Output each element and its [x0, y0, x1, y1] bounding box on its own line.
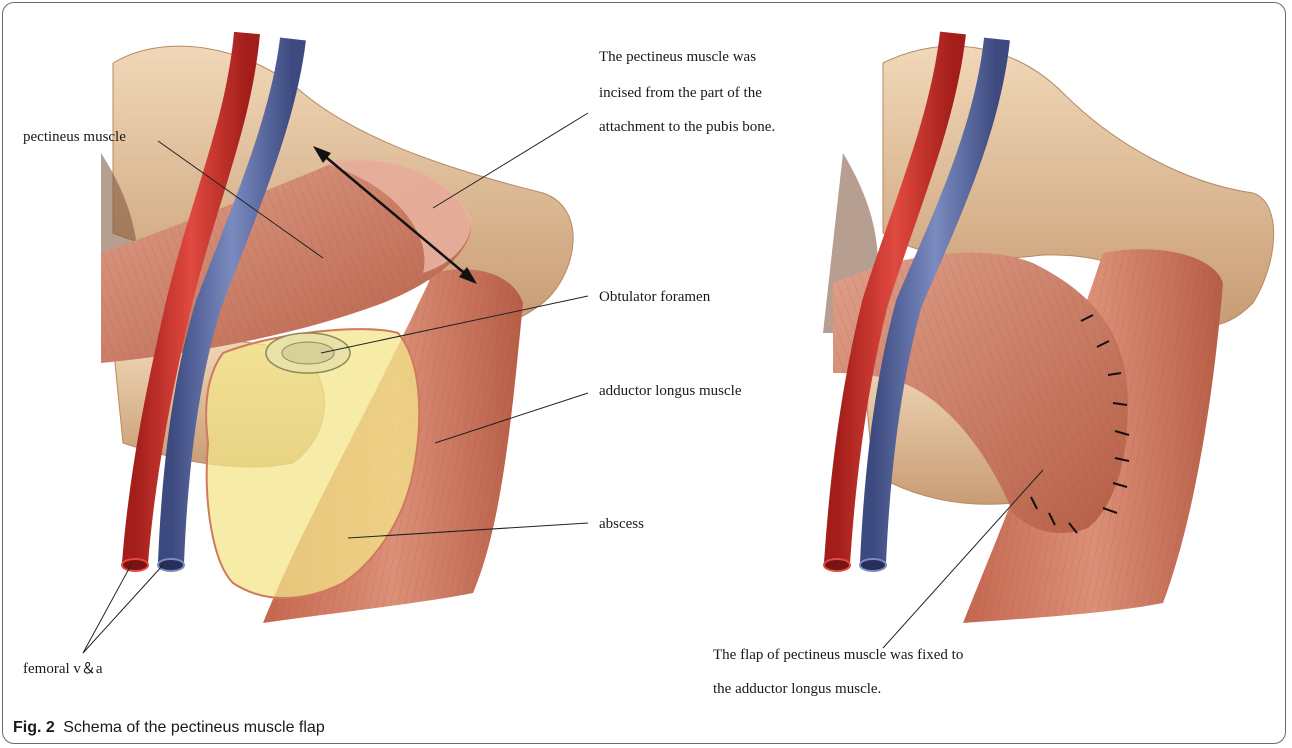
right-illustration — [823, 33, 1274, 623]
label-adductor-longus: adductor longus muscle — [599, 383, 742, 399]
label-pectineus-muscle: pectineus muscle — [23, 129, 126, 145]
label-flap-line-2: the adductor longus muscle. — [713, 681, 881, 697]
label-flap-line-1: The flap of pectineus muscle was fixed t… — [713, 647, 963, 663]
label-abscess: abscess — [599, 516, 644, 532]
label-femoral: femoral v＆a — [23, 661, 103, 677]
label-obturator-foramen: Obtulator foramen — [599, 289, 711, 305]
label-incision-line-3: attachment to the pubis bone. — [599, 119, 775, 135]
anatomy-illustration: pectineus muscle The pectineus muscle wa… — [3, 3, 1286, 744]
figure-caption: Fig. 2 Schema of the pectineus muscle fl… — [13, 719, 325, 737]
figure-caption-text: Schema of the pectineus muscle flap — [63, 719, 324, 736]
label-incision-line-1: The pectineus muscle was — [599, 49, 756, 65]
left-illustration — [101, 33, 573, 623]
figure-number: Fig. 2 — [13, 719, 55, 736]
label-incision-line-2: incised from the part of the — [599, 85, 762, 101]
